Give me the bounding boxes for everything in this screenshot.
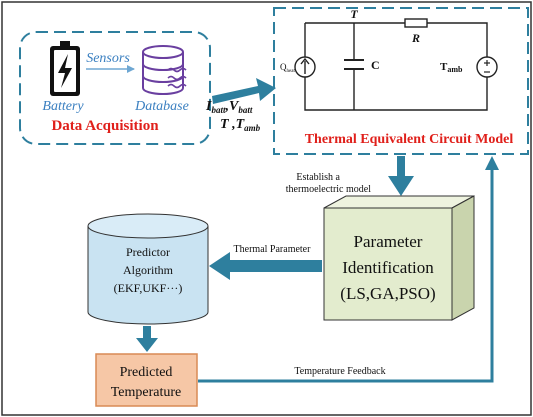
parameter-line-1: Parameter	[354, 232, 423, 251]
parameter-line-2: Identification	[342, 258, 434, 277]
thermal-parameter-label: Thermal Parameter	[234, 244, 312, 255]
cylinder-body	[87, 226, 209, 325]
signal-i-sub: batt	[211, 105, 226, 115]
data-to-circuit-arrow	[212, 78, 276, 104]
predictor-line-1: Predictor	[126, 245, 170, 259]
predicted-line-1: Predicted	[120, 365, 173, 380]
heat-source-q: Q	[280, 62, 287, 72]
circuit-group: T R C Qheat Tamb Thermal Equivalent Circ…	[273, 7, 529, 155]
ambient-t: T	[440, 61, 448, 73]
signal-line-1: Ibatt,Vbatt	[205, 99, 253, 115]
cylinder-top	[87, 213, 209, 239]
establish-line-2: thermoelectric model	[286, 184, 371, 195]
capacitor-label: C	[371, 58, 380, 72]
predictor-line-2: Algorithm	[123, 263, 174, 277]
node-t-label: T	[350, 7, 358, 21]
circuit-to-parameter-arrow	[388, 156, 414, 196]
heat-source-label: Qheat	[280, 62, 295, 74]
parameter-line-3: (LS,GA,PSO)	[340, 284, 435, 303]
predicted-box	[95, 353, 198, 407]
circuit-box	[273, 7, 529, 155]
resistor	[404, 18, 428, 28]
signal-sep-2: ,	[229, 117, 236, 132]
feedback-arrow-head	[485, 156, 499, 170]
signal-v: V	[229, 99, 240, 114]
predictor-to-predicted-arrow	[136, 326, 158, 352]
feedback-line	[198, 166, 494, 383]
signal-t: T	[220, 117, 230, 132]
cube-side-face	[451, 195, 475, 321]
heat-source-sub: heat	[287, 69, 296, 74]
data-acquisition-group: Sensors Battery Database Data Acquisitio…	[19, 31, 211, 145]
circuit-wires	[304, 22, 488, 111]
ambient-label: Tamb	[440, 61, 463, 74]
thermal-parameter-arrow	[209, 252, 322, 280]
signal-sep-1: ,	[224, 99, 229, 114]
predicted-temperature-box: Predicted Temperature	[95, 353, 198, 407]
data-acquisition-title: Data Acquisition	[51, 118, 159, 134]
predicted-line-2: Temperature	[111, 385, 182, 400]
data-acquisition-box	[19, 31, 211, 145]
cube-front-face	[323, 207, 453, 321]
database-label: Database	[134, 99, 189, 114]
battery-icon	[50, 41, 80, 96]
resistor-label: R	[411, 31, 420, 45]
predictor-line-3: (EKF,UKF···)	[114, 281, 183, 295]
parameter-identification-cube: Parameter Identification (LS,GA,PSO)	[323, 195, 475, 321]
battery-label: Battery	[42, 99, 84, 114]
establish-line-1: Establish a	[296, 172, 340, 183]
database-icon	[142, 45, 187, 95]
signal-line-2: T ,Tamb	[220, 117, 261, 133]
heat-source-arrow-head	[300, 57, 310, 65]
circuit-title: Thermal Equivalent Circuit Model	[305, 132, 514, 147]
predictor-cylinder: Predictor Algorithm (EKF,UKF···)	[87, 213, 209, 325]
signal-i: I	[205, 99, 212, 114]
signal-tamb-sub: amb	[244, 123, 261, 133]
feedback-label: Temperature Feedback	[294, 366, 385, 377]
cube-top-face	[323, 195, 475, 209]
ambient-sub: amb	[447, 65, 463, 74]
signal-v-sub: batt	[238, 105, 253, 115]
ambient-source	[476, 56, 498, 78]
signal-tamb: T	[236, 117, 246, 132]
sensors-label: Sensors	[86, 51, 130, 66]
